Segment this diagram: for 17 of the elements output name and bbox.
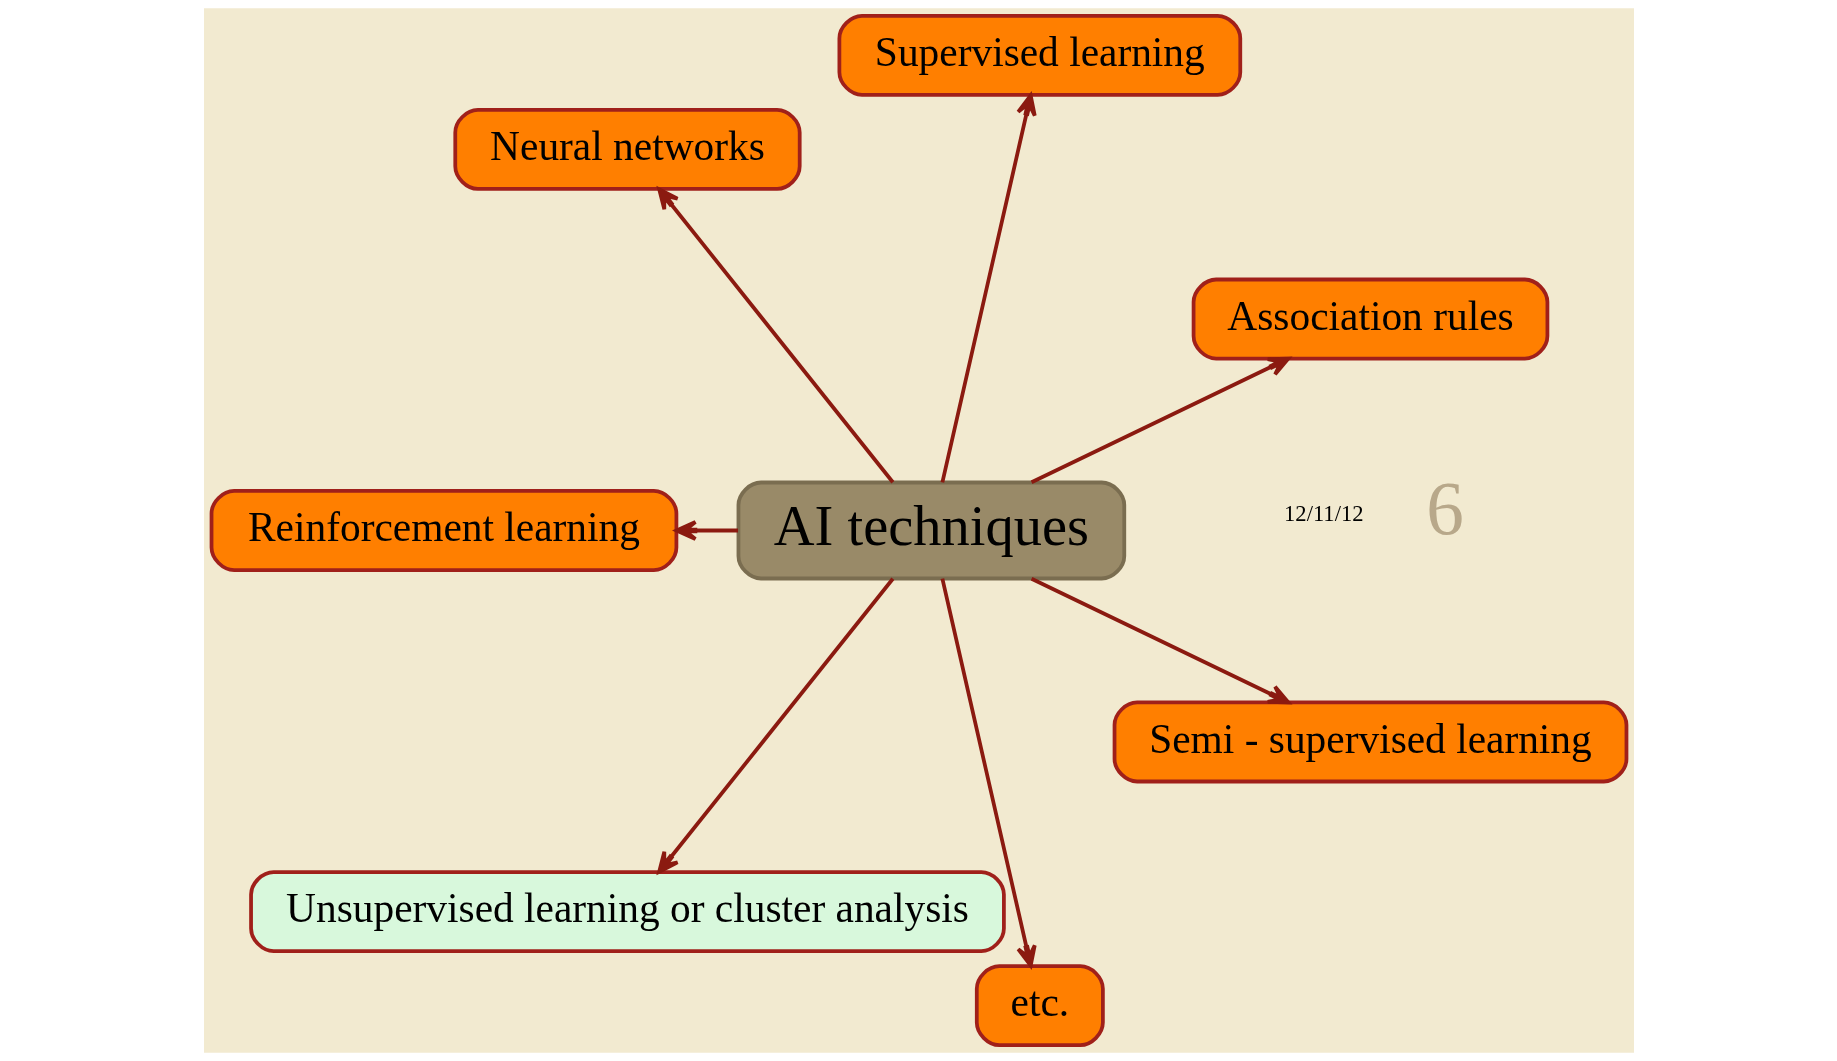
arrow <box>940 93 1037 483</box>
node-box: Semi - supervised learning <box>1112 700 1628 784</box>
arrow <box>656 187 894 484</box>
node-box: Supervised learning <box>837 13 1242 97</box>
node-box: Association rules <box>1191 277 1549 361</box>
node-box: etc. <box>974 964 1105 1048</box>
label: 12/11/12 <box>1283 501 1364 527</box>
node-box: Reinforcement learning <box>209 489 678 572</box>
arrow <box>940 578 1037 968</box>
arrow <box>1030 356 1290 484</box>
node-box: Unsupervised learning or cluster analysis <box>248 870 1006 953</box>
node-box: AI techniques <box>736 480 1126 581</box>
node-box: Neural networks <box>452 108 802 191</box>
arrow <box>1030 577 1290 705</box>
label: 6 <box>1425 467 1464 551</box>
arrow <box>674 520 738 541</box>
arrow <box>656 577 894 874</box>
